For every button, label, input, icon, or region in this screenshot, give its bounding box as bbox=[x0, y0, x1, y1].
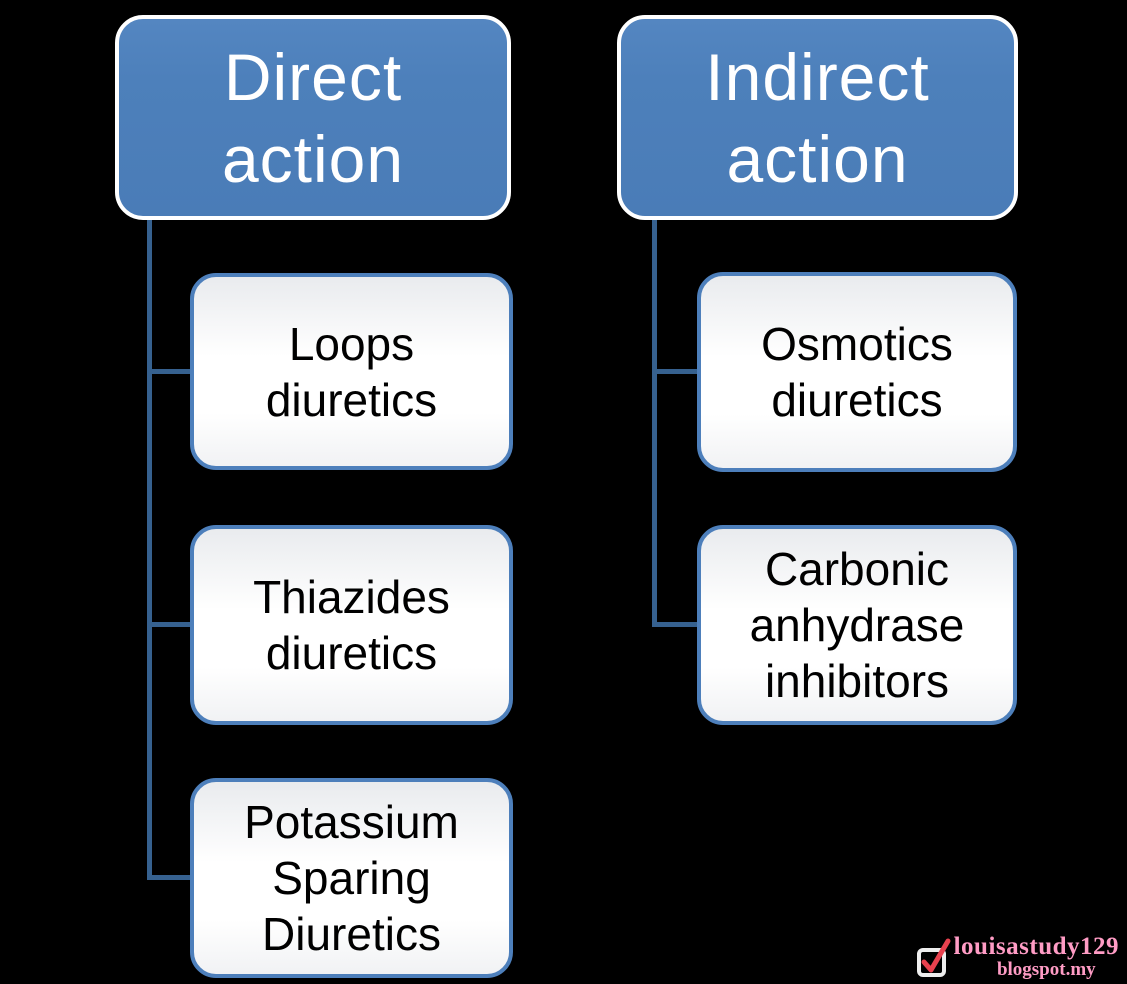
node-indirect-action: Indirect action bbox=[617, 15, 1018, 220]
node-direct-action: Direct action bbox=[115, 15, 511, 220]
node-thiazides-diuretics: Thiazides diuretics bbox=[190, 525, 513, 725]
node-indirect-action-label: Indirect action bbox=[705, 39, 930, 196]
connector-loops-stub bbox=[147, 369, 193, 374]
connector-carbonic-stub bbox=[652, 622, 700, 627]
node-carbonic-anhydrase-inhibitors-label: Carbonic anhydrase inhibitors bbox=[749, 543, 965, 707]
watermark-domain: blogspot.my bbox=[996, 959, 1096, 980]
watermark: louisastudy129 blogspot.my bbox=[916, 934, 1119, 980]
connector-osmotics-stub bbox=[652, 369, 700, 374]
watermark-site-name: louisastudy129 bbox=[953, 933, 1119, 960]
node-osmotics-diuretics: Osmotics diuretics bbox=[697, 272, 1017, 472]
node-loops-diuretics-label: Loops diuretics bbox=[265, 317, 438, 426]
connector-direct-vertical bbox=[147, 219, 152, 880]
node-direct-action-label: Direct action bbox=[221, 39, 405, 196]
node-potassium-sparing-diuretics-label: Potassium Sparing Diuretics bbox=[244, 796, 459, 960]
watermark-text: louisastudy129 blogspot.my bbox=[953, 933, 1119, 980]
node-loops-diuretics: Loops diuretics bbox=[190, 273, 513, 470]
checkbox-check-icon bbox=[916, 938, 951, 977]
node-thiazides-diuretics-label: Thiazides diuretics bbox=[253, 571, 450, 679]
node-carbonic-anhydrase-inhibitors: Carbonic anhydrase inhibitors bbox=[697, 525, 1017, 725]
node-osmotics-diuretics-label: Osmotics diuretics bbox=[761, 318, 953, 426]
connector-potassium-stub bbox=[147, 875, 193, 880]
node-potassium-sparing-diuretics: Potassium Sparing Diuretics bbox=[190, 778, 513, 978]
connector-indirect-vertical bbox=[652, 219, 657, 627]
connector-thiazides-stub bbox=[147, 622, 193, 627]
